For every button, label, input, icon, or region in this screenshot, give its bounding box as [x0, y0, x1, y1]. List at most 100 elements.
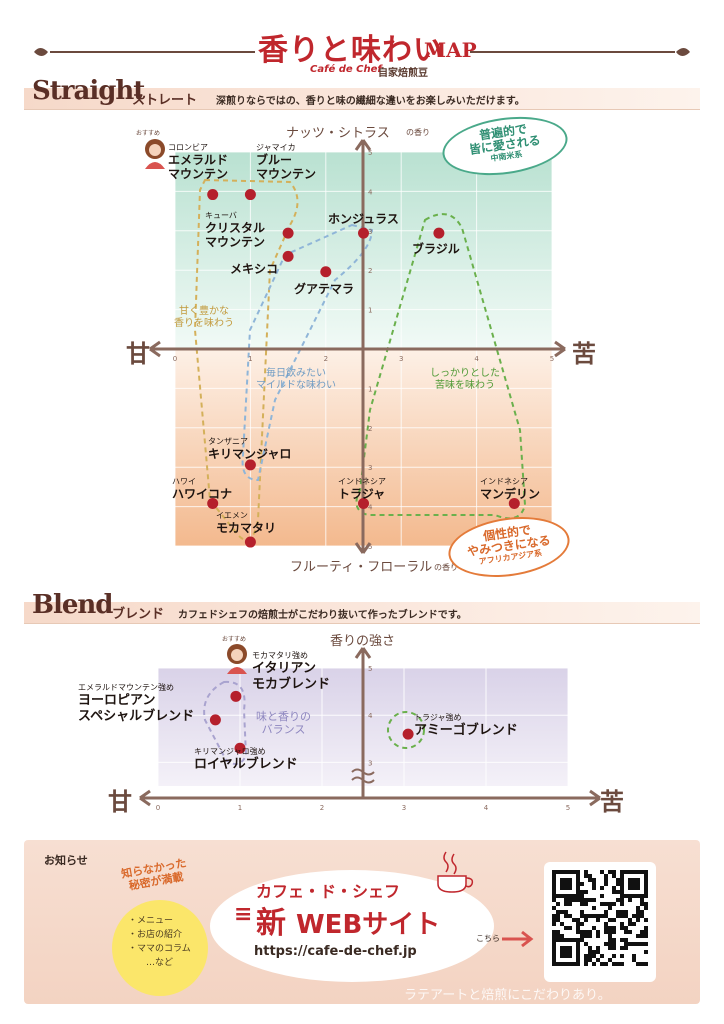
blend-balance-outline [203, 680, 248, 765]
qr-code-icon [552, 870, 648, 966]
straight-axis-left: 甘 [126, 340, 150, 368]
bean-name: モカマタリ [216, 521, 277, 535]
blend-y-tick-label: 5 [368, 665, 372, 673]
coffee-cup-icon [432, 850, 476, 894]
y-tick-label: 3 [368, 464, 372, 472]
bean-label-blue: ジャマイカ ブルー マウンテン [256, 142, 316, 181]
y-tick-label: 5 [368, 543, 372, 551]
notice-list-item: ・メニュー [128, 916, 174, 926]
straight-axis-bottom-sub: の香り [434, 563, 458, 572]
bean-label-toraja: インドネシア トラジャ [338, 476, 386, 501]
bean-label-brazil: ブラジル [412, 242, 460, 256]
notice-heading: お知らせ [44, 854, 88, 867]
bean-origin: インドネシア [480, 477, 528, 486]
blend-x-tick-label: 0 [156, 804, 160, 812]
straight-axis-top-sub: の香り [406, 128, 430, 137]
blend-recommend-avatar [222, 640, 252, 674]
blend-x-tick-label: 3 [402, 804, 406, 812]
bean-name: キリマンジャロ [208, 447, 292, 461]
blend-point [402, 728, 414, 740]
group-mild-line1: 毎日飲みたい [266, 368, 326, 379]
blend-note: キリマンジャロ強め [194, 747, 266, 756]
bean-origin: ハワイ [172, 477, 196, 486]
blend-name: スペシャルブレンド [78, 709, 195, 724]
y-tick-label: 2 [368, 267, 372, 275]
blend-label-amigo: トラジャ強め アミーゴブレンド [414, 712, 518, 739]
x-tick-label: 1 [248, 355, 252, 363]
blend-axis-right: 苦 [600, 788, 624, 816]
bean-label-kona: ハワイ ハワイコナ [172, 476, 232, 501]
blend-balance-label: 味と香りの バランス [256, 710, 311, 736]
bean-point [282, 250, 294, 262]
group-bitter-label: しっかりとした 苦味を味わう [430, 368, 500, 392]
straight-heading-kana: ストレート [132, 93, 198, 108]
blend-note: モカマタリ強め [252, 651, 308, 660]
y-tick-label: 3 [368, 228, 372, 236]
group-sweet-line2: 香りを味わう [174, 318, 234, 329]
bean-point [207, 189, 219, 201]
straight-axis-right: 苦 [572, 340, 596, 368]
web-title: WEBサイト [296, 910, 441, 940]
blend-axis-top: 香りの強さ [330, 634, 396, 649]
bean-point [244, 459, 256, 471]
straight-heading: Straight [32, 76, 145, 106]
blend-axis-left: 甘 [108, 788, 132, 816]
y-tick-label: 1 [368, 307, 372, 315]
bean-label-mandheling: インドネシア マンデリン [480, 476, 540, 501]
blend-heading-kana: ブレンド [112, 607, 165, 622]
bean-label-guatemala: グアテマラ [294, 282, 355, 296]
page-title-map: MAP [424, 38, 477, 62]
axis-break-icon [351, 768, 375, 784]
bean-point [282, 227, 294, 239]
page-title: 香りと味わい [258, 33, 444, 68]
x-tick-label: 3 [399, 355, 403, 363]
blend-note: エメラルドマウンテン強め [78, 683, 174, 692]
bean-origin: タンザニア [208, 437, 248, 446]
x-tick-label: 5 [550, 355, 554, 363]
qr-code[interactable] [544, 862, 656, 982]
recommend-badge: おすすめ [136, 130, 161, 137]
blend-x-tick-label: 4 [484, 804, 489, 812]
arrow-right-icon [502, 930, 534, 948]
bean-point [207, 497, 219, 509]
notice-list-item: ・ママのコラム [128, 944, 191, 954]
bean-label-crystal: キューバ クリスタル マウンテン [205, 210, 265, 249]
bean-label-mexico: メキシコ [230, 262, 279, 276]
straight-axis-bottom: フルーティ・フローラル [290, 560, 433, 575]
blend-label-european: エメラルドマウンテン強め ヨーロピアン スペシャルブレンド [78, 682, 194, 725]
group-mild-label: 毎日飲みたい マイルドな味わい [256, 368, 336, 392]
straight-band [24, 88, 700, 110]
blend-note: トラジャ強め [414, 713, 462, 722]
web-url[interactable]: https://cafe-de-chef.jp [254, 944, 417, 959]
blend-x-tick-label: 1 [238, 804, 242, 812]
bean-name: マウンテン [168, 167, 229, 181]
bean-name: マウンテン [205, 235, 266, 249]
blend-balance-line2: バランス [261, 723, 306, 736]
notice-list-bubble: ・メニュー ・お店の紹介 ・ママのコラム …など [112, 900, 208, 996]
bean-name: クリスタル [205, 221, 266, 235]
blend-point [234, 742, 246, 754]
blend-x-tick-label: 5 [566, 804, 570, 812]
blend-name: アミーゴブレンド [414, 723, 518, 738]
bean-origin: イエメン [216, 511, 248, 520]
straight-axis-top: ナッツ・シトラス [286, 126, 390, 141]
blend-y-tick-label: 3 [368, 759, 372, 767]
notice-bg-text: ラテアートと焙煎にこだわりあり。 [404, 988, 611, 1003]
notice-list-item: ・お店の紹介 [128, 930, 183, 940]
group-bitter-line1: しっかりとした [430, 368, 500, 379]
bean-point [358, 227, 369, 239]
bean-label-mocha: イエメン モカマタリ [216, 510, 276, 535]
blend-amigo-outline [387, 711, 425, 749]
recommend-avatar [140, 135, 170, 169]
bean-origin: コロンビア [168, 143, 208, 152]
blend-point [209, 714, 221, 726]
qr-modules [552, 870, 648, 966]
group-mild-line2: マイルドな味わい [256, 380, 336, 391]
x-tick-label: 2 [324, 355, 328, 363]
notice-list-item: …など [146, 958, 174, 968]
bean-name: ブルー [256, 153, 293, 167]
bean-point [358, 497, 369, 509]
group-sweet-label: 甘く豊かな 香りを味わう [174, 306, 234, 330]
bean-name: マンデリン [480, 487, 541, 501]
